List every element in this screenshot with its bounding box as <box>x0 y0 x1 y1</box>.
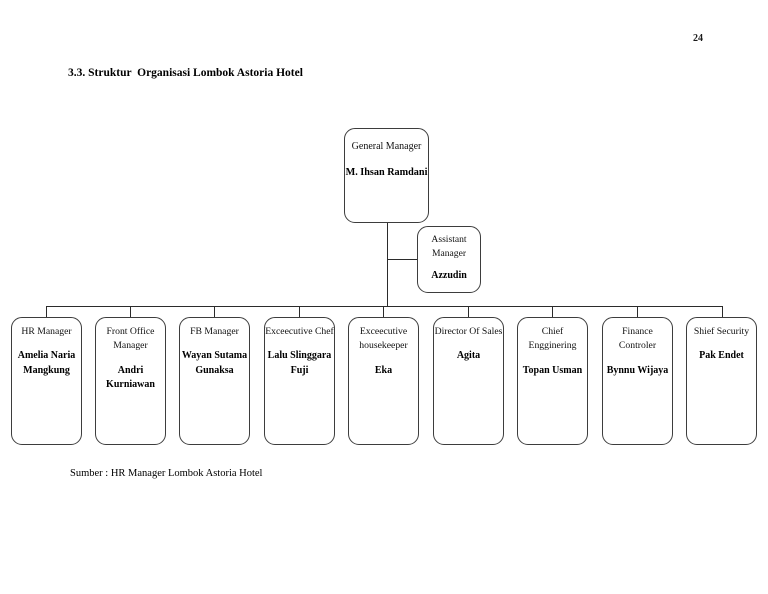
connector-drop-7 <box>552 306 553 317</box>
node-title: Front Office Manager <box>106 326 155 352</box>
node-fb-manager[interactable]: FB Manager Wayan Sutama Gunaksa <box>179 317 250 445</box>
node-executive-chef[interactable]: Exceecutive Chef Lalu Slinggara Fuji <box>264 317 335 445</box>
node-person: Wayan Sutama Gunaksa <box>181 350 248 376</box>
connector-drop-8 <box>637 306 638 317</box>
node-chief-engineering[interactable]: Chief Engginering Topan Usman <box>517 317 588 445</box>
connector-drop-1 <box>46 306 47 317</box>
node-person: Lalu Slinggara Fuji <box>267 350 332 376</box>
node-title: Shief Security <box>693 326 750 337</box>
node-person: Amelia Naria Mangkung <box>17 350 76 376</box>
connector-drop-2 <box>130 306 131 317</box>
node-title: Chief Engginering <box>528 326 577 352</box>
node-director-of-sales[interactable]: Director Of Sales Agita <box>433 317 504 445</box>
connector-drop-4 <box>299 306 300 317</box>
node-title: Finance Controler <box>618 326 657 352</box>
node-finance-controller[interactable]: Finance Controler Bynnu Wijaya <box>602 317 673 445</box>
node-title: Director Of Sales <box>434 326 503 337</box>
node-person: Bynnu Wijaya <box>606 364 669 376</box>
connector-drop-5 <box>383 306 384 317</box>
connector-drop-9 <box>722 306 723 317</box>
node-title: Exceecutive Chef <box>265 326 334 337</box>
node-front-office-manager[interactable]: Front Office Manager Andri Kurniawan <box>95 317 166 445</box>
connector-drop-3 <box>214 306 215 317</box>
node-executive-housekeeper[interactable]: Exceecutive housekeeper Eka <box>348 317 419 445</box>
node-title: Assistant Manager <box>431 234 467 259</box>
node-assistant-manager[interactable]: Assistant Manager Azzudin <box>417 226 481 293</box>
connector-drop-6 <box>468 306 469 317</box>
node-general-manager[interactable]: General Manager M. Ihsan Ramdani <box>344 128 429 223</box>
connector-trunk-vertical <box>387 223 388 307</box>
connector-horizontal-bus <box>46 306 722 307</box>
connector-assistant-stub <box>387 259 418 260</box>
node-person: Pak Endet <box>699 350 744 362</box>
page-number: 24 <box>693 33 703 44</box>
section-heading: 3.3. Struktur Organisasi Lombok Astoria … <box>68 67 303 79</box>
node-person: M. Ihsan Ramdani <box>345 166 428 178</box>
source-caption: Sumber : HR Manager Lombok Astoria Hotel <box>70 468 263 479</box>
node-person: Topan Usman <box>522 364 583 376</box>
node-title: FB Manager <box>190 326 239 337</box>
node-title: Exceecutive housekeeper <box>359 326 408 352</box>
node-person: Andri Kurniawan <box>106 364 155 391</box>
node-person: Agita <box>456 350 481 362</box>
node-title: HR Manager <box>21 326 72 337</box>
node-person: Eka <box>374 364 393 376</box>
node-person: Azzudin <box>431 270 467 281</box>
node-chief-security[interactable]: Shief Security Pak Endet <box>686 317 757 445</box>
node-hr-manager[interactable]: HR Manager Amelia Naria Mangkung <box>11 317 82 445</box>
node-title: General Manager <box>351 141 422 152</box>
